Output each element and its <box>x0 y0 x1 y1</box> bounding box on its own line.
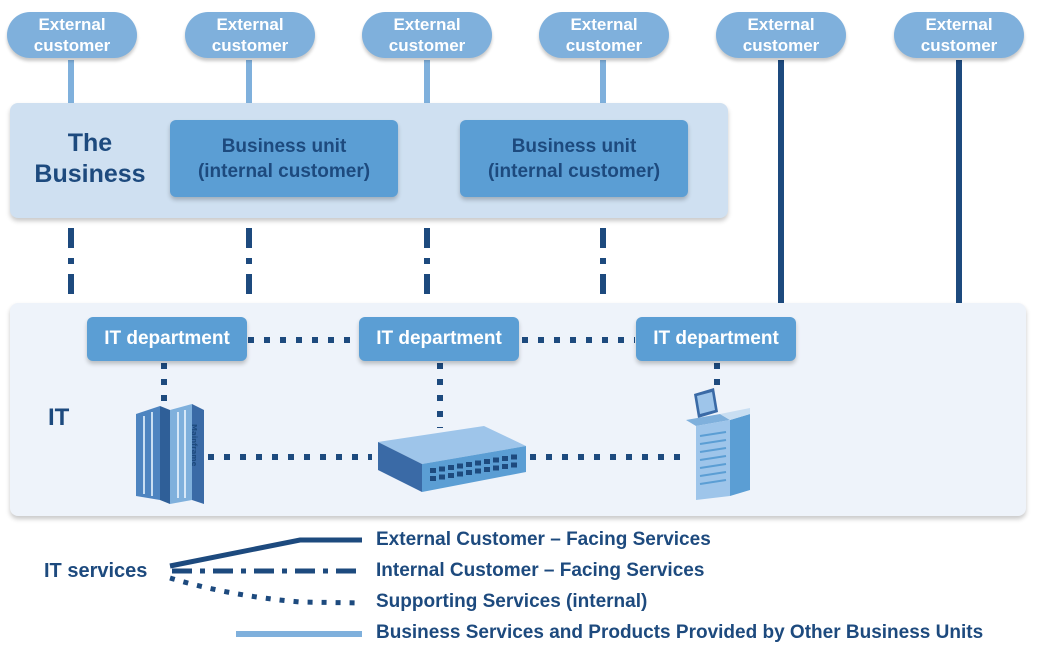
it-department-1: IT department <box>87 317 247 361</box>
legend-label-business-services: Business Services and Products Provided … <box>376 622 984 643</box>
business-unit-line1: Business unit <box>511 135 637 157</box>
it-department-2: IT department <box>359 317 519 361</box>
external-customer-6: External customer <box>894 12 1024 58</box>
network-switch-icon <box>378 426 526 492</box>
external-customer-line2: customer <box>211 36 289 55</box>
business-unit-2: Business unit (internal customer) <box>460 120 688 197</box>
legend-title: IT services <box>44 560 148 582</box>
business-unit-line2: (internal customer) <box>487 160 661 182</box>
legend-line-external <box>169 537 362 569</box>
mainframe-caption: Mainframe <box>190 424 198 467</box>
external-customer-line1: External <box>570 15 638 34</box>
it-department-3: IT department <box>636 317 796 361</box>
legend-label-supporting: Supporting Services (internal) <box>376 591 648 612</box>
business-unit-line1: Business unit <box>221 135 347 157</box>
external-customer-line1: External <box>747 15 815 34</box>
external-customer-line2: customer <box>565 36 643 55</box>
external-customer-line2: customer <box>388 36 466 55</box>
business-unit-line2: (internal customer) <box>197 160 371 182</box>
external-customer-3: External customer <box>362 12 492 58</box>
external-customer-line2: customer <box>742 36 820 55</box>
external-customer-line1: External <box>393 15 461 34</box>
external-customer-line2: customer <box>33 36 111 55</box>
legend-label-internal: Internal Customer – Facing Services <box>376 560 705 581</box>
external-customer-4: External customer <box>539 12 669 58</box>
external-customer-line2: customer <box>920 36 998 55</box>
mainframe-icon: Mainframe <box>136 404 204 504</box>
legend-label-external: External Customer – Facing Services <box>376 529 711 550</box>
business-title: The Business <box>22 128 158 190</box>
server-terminal-icon <box>686 388 750 500</box>
external-customer-5: External customer <box>716 12 846 58</box>
business-title-line2: Business <box>34 160 146 188</box>
business-title-line1: The <box>67 129 113 157</box>
legend-line-supporting <box>169 575 363 606</box>
external-customer-line1: External <box>38 15 106 34</box>
business-unit-1: Business unit (internal customer) <box>170 120 398 197</box>
external-customer-1: External customer <box>7 12 137 58</box>
it-label: IT <box>48 404 70 431</box>
external-customer-2: External customer <box>185 12 315 58</box>
external-customer-line1: External <box>925 15 993 34</box>
external-customer-line1: External <box>216 15 284 34</box>
